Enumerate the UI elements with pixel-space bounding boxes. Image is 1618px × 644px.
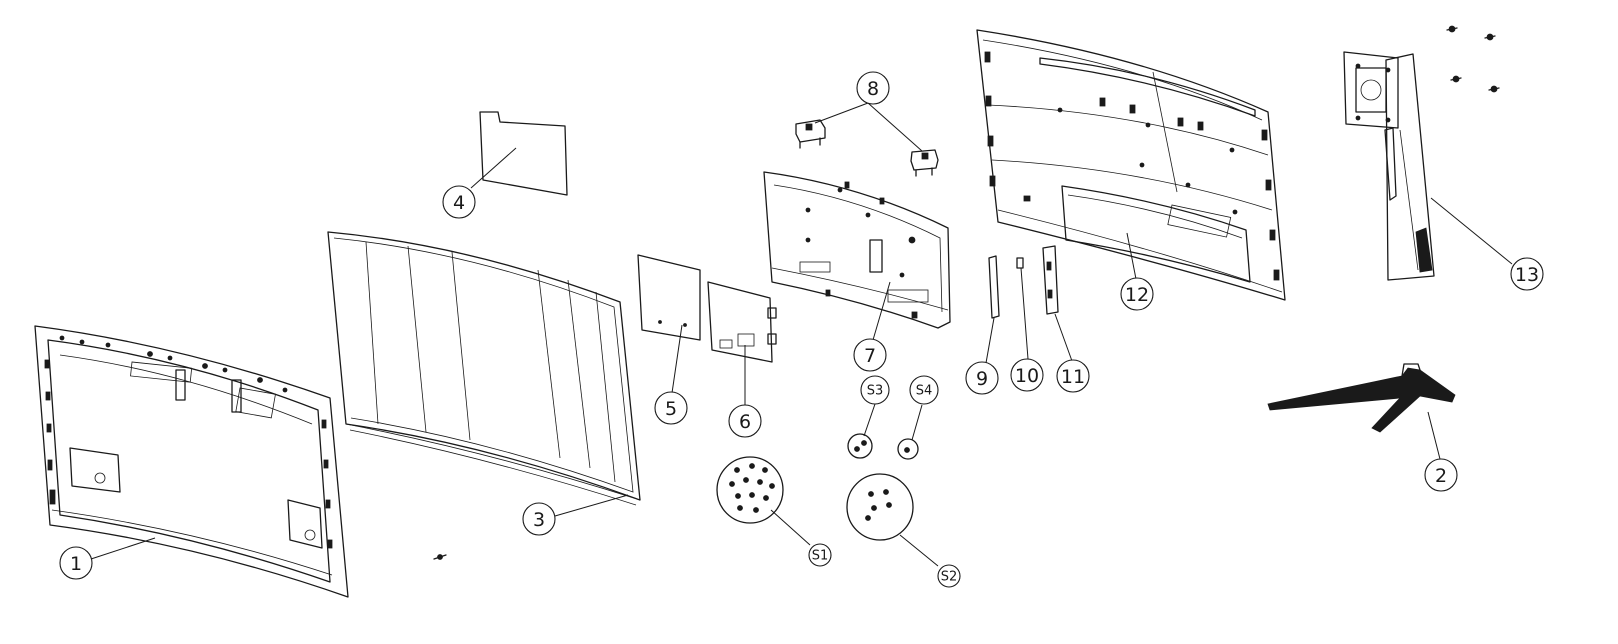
callout-10-label: 10 — [1015, 365, 1039, 387]
callout-9: 9 — [965, 361, 999, 395]
callout-7-label: 7 — [864, 345, 876, 367]
callout-6: 6 — [728, 404, 762, 438]
callout-s3-label: S3 — [867, 384, 884, 399]
part-rear-cover — [976, 29, 1286, 301]
callout-s2: S2 — [937, 564, 961, 588]
callout-13-label: 13 — [1515, 264, 1539, 286]
callout-2: 2 — [1424, 458, 1458, 492]
callout-4-label: 4 — [453, 192, 465, 214]
screw-group-s2 — [846, 473, 914, 541]
callout-6-label: 6 — [739, 411, 751, 433]
callout-s1-label: S1 — [812, 549, 829, 564]
callout-3: 3 — [522, 502, 556, 536]
callout-s3: S3 — [860, 375, 890, 405]
screw-group-s4 — [897, 438, 919, 460]
screw-set-icon — [1446, 25, 1500, 93]
part-stand-base — [1267, 363, 1456, 433]
leader-lines — [90, 102, 1513, 567]
part-brackets — [795, 119, 939, 177]
part-display-panel — [327, 231, 641, 506]
callout-8-label: 8 — [867, 78, 879, 100]
callout-3-label: 3 — [533, 509, 545, 531]
part-stand-neck — [1343, 51, 1435, 281]
part-9-strip — [988, 255, 1000, 319]
callout-12-label: 12 — [1125, 284, 1149, 306]
screw-group-s1 — [716, 456, 784, 524]
callout-13: 13 — [1510, 257, 1544, 291]
callout-s4: S4 — [909, 375, 939, 405]
callout-7: 7 — [853, 338, 887, 372]
callout-11-label: 11 — [1061, 366, 1085, 388]
callout-12: 12 — [1120, 277, 1154, 311]
loose-screw-icon — [433, 554, 447, 560]
callout-5: 5 — [654, 391, 688, 425]
callout-5-label: 5 — [665, 398, 677, 420]
callout-1-label: 1 — [70, 553, 82, 575]
part-main-board — [637, 254, 701, 341]
callout-4: 4 — [442, 185, 476, 219]
callout-s2-label: S2 — [941, 570, 958, 585]
part-front-bezel — [34, 325, 349, 598]
part-11-bracket — [1042, 245, 1059, 315]
callout-s4-label: S4 — [916, 384, 933, 399]
callout-9-label: 9 — [976, 368, 988, 390]
part-10-clip — [1016, 257, 1024, 269]
part-power-board — [707, 281, 777, 363]
callout-11: 11 — [1056, 359, 1090, 393]
callout-8: 8 — [856, 71, 890, 105]
screw-group-s3 — [847, 433, 873, 459]
callout-2-label: 2 — [1435, 465, 1447, 487]
callout-s1: S1 — [808, 543, 832, 567]
callout-10: 10 — [1010, 358, 1044, 392]
part-insulation-sheet — [479, 111, 568, 196]
part-rear-shield — [763, 171, 951, 329]
callout-1: 1 — [59, 546, 93, 580]
